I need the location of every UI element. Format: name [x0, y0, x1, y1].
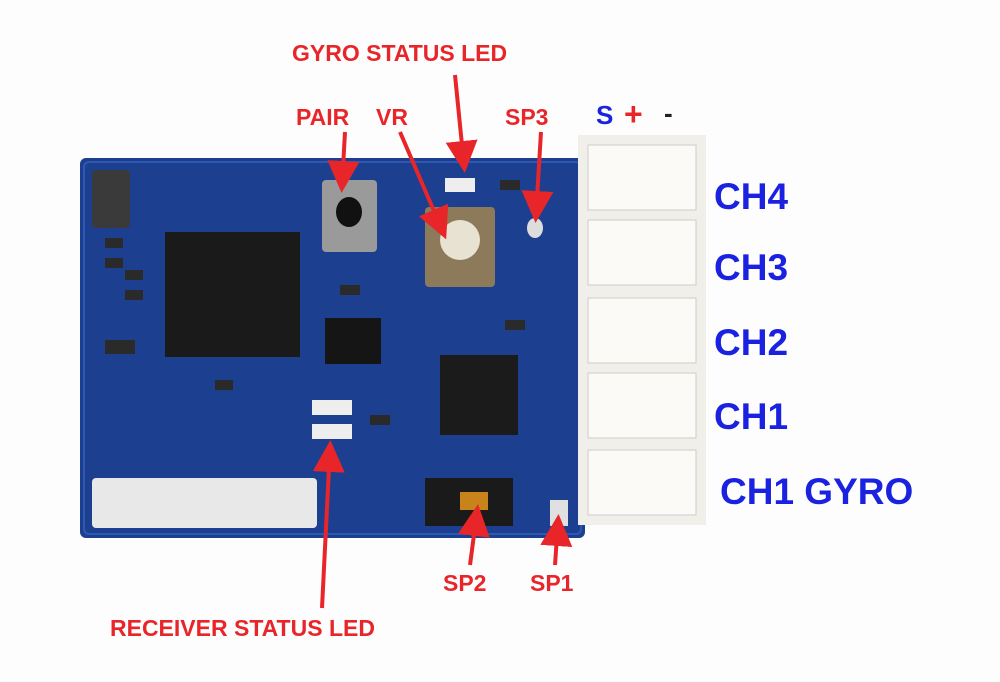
channel-label-ch3: CH3 — [714, 247, 789, 288]
crystal — [92, 170, 130, 228]
channel-label-ch1-gyro: CH1 GYRO — [720, 471, 914, 512]
channel-label-ch1: CH1 — [714, 396, 789, 437]
channel-label-ch4: CH4 — [714, 176, 789, 217]
arrow-vr — [398, 131, 449, 240]
sp3-label: SP3 — [505, 104, 549, 130]
mcu-chip — [440, 355, 518, 435]
connector-ch1-gyro — [587, 449, 697, 516]
receiver-status-led-label: RECEIVER STATUS LED — [110, 615, 375, 641]
minus-pin-label: - — [664, 98, 673, 128]
annotation-arrows — [312, 74, 573, 609]
pair-label: PAIR — [296, 104, 350, 130]
arrow-pair — [327, 131, 360, 193]
arrow-sp1 — [540, 514, 573, 566]
plus-pin-label: + — [624, 96, 643, 132]
vr-knob — [440, 220, 480, 260]
regulator-chip — [325, 318, 381, 364]
sp2-label: SP2 — [443, 570, 487, 596]
receiver-led-1 — [312, 400, 352, 415]
connector-ch1 — [587, 372, 697, 439]
arrow-sp3 — [521, 131, 554, 223]
arrow-gyro-led — [445, 74, 478, 173]
arrow-receiver-led — [312, 440, 345, 609]
signal-pin-label: S — [596, 100, 614, 130]
connector-ch2 — [587, 297, 697, 364]
receiver-led-2 — [312, 424, 352, 439]
smd-components — [105, 180, 525, 425]
connector-ch4 — [587, 144, 697, 211]
sp3-pad — [527, 218, 543, 238]
sp1-label: SP1 — [530, 570, 574, 596]
gyro-status-led-label: GYRO STATUS LED — [292, 40, 508, 66]
channel-label-ch2: CH2 — [714, 322, 789, 363]
servo-connectors — [578, 135, 706, 525]
antenna-connector — [92, 478, 317, 528]
main-chip — [165, 232, 300, 357]
vr-label: VR — [376, 104, 408, 130]
connector-ch3 — [587, 219, 697, 286]
arrow-sp2 — [457, 504, 490, 566]
gyro-led — [445, 178, 475, 192]
sp2-switch-slider — [460, 492, 488, 510]
pair-button-cap — [336, 197, 362, 227]
